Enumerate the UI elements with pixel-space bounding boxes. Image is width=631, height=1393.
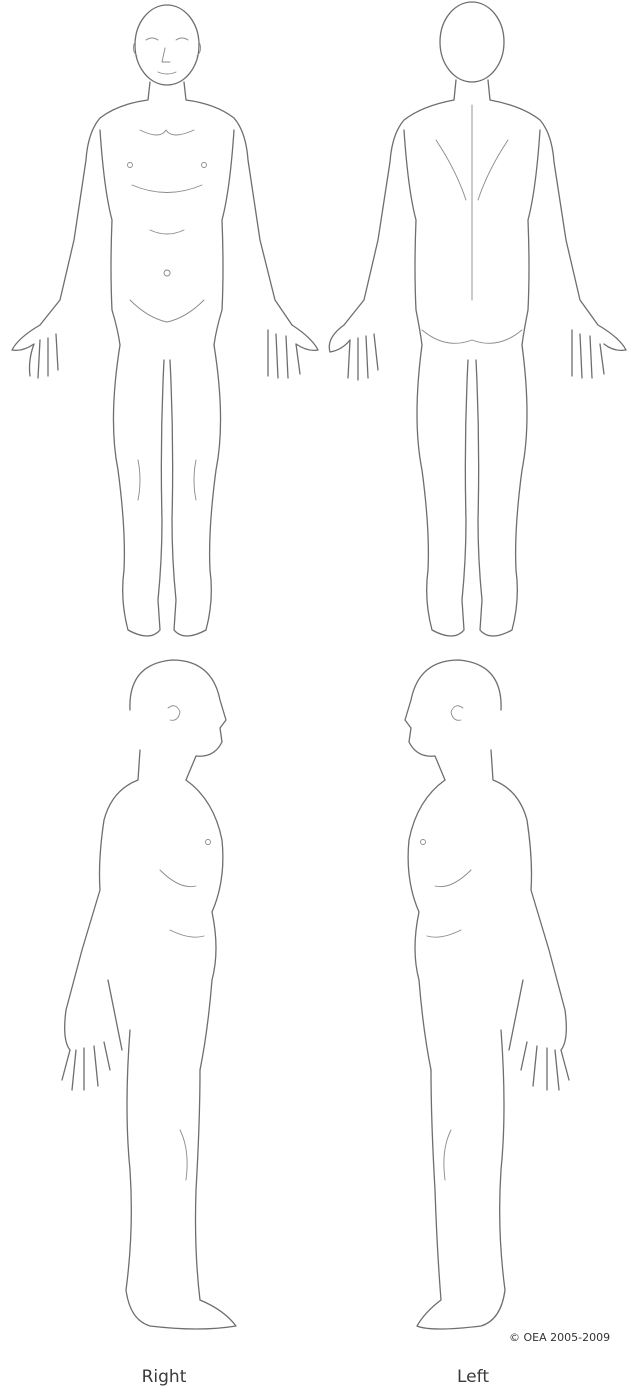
back-body-figure <box>316 0 631 660</box>
copyright-notice: © OEA 2005-2009 <box>509 1331 610 1344</box>
right-side-label: Right <box>104 1367 224 1387</box>
left-side-label: Left <box>413 1367 533 1387</box>
left-side-body-figure <box>311 650 631 1350</box>
right-side-body-figure <box>0 650 320 1350</box>
front-body-figure <box>0 0 320 660</box>
